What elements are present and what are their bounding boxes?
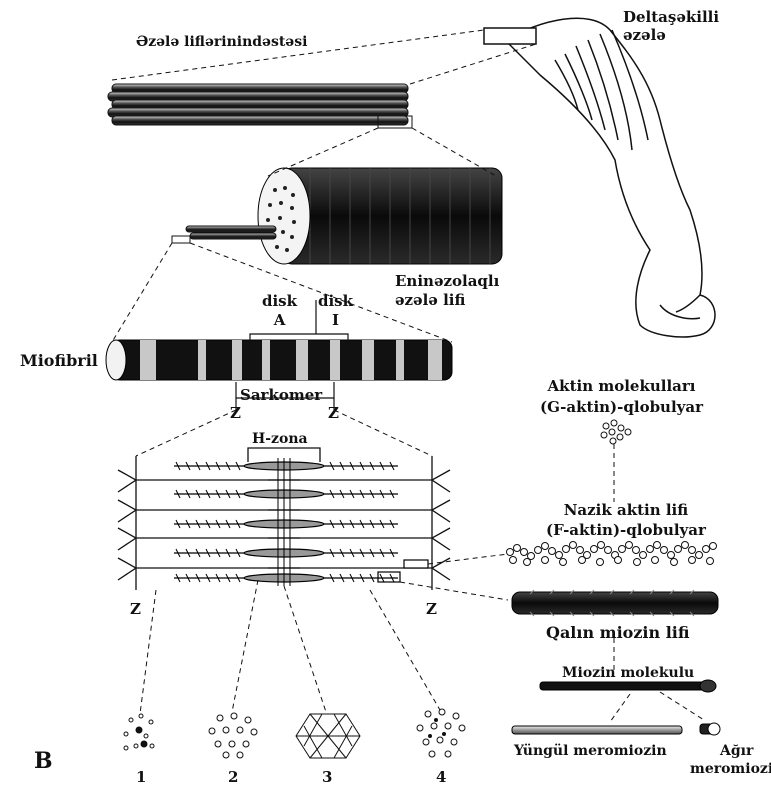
f-actin-filament xyxy=(507,542,717,566)
deltoid-cut-box xyxy=(484,28,536,44)
striated-fiber xyxy=(172,168,502,264)
cross-section-4-label: 4 xyxy=(436,768,446,786)
cross-section-diagrams xyxy=(124,709,465,758)
cross-section-3 xyxy=(296,714,360,758)
cross-section-1 xyxy=(124,714,154,750)
myosin-molecule-label: Miozin molekulu xyxy=(562,664,694,682)
arm-deltoid-illustration xyxy=(505,18,715,337)
heavy-meromyosin-label: Ağır meromiozin xyxy=(690,742,771,778)
cross-section-2-label: 2 xyxy=(228,768,238,786)
panel-letter: B xyxy=(34,752,53,770)
thick-filaments xyxy=(174,458,428,586)
g-actin-cluster xyxy=(601,420,631,444)
z-line-right-label: Z xyxy=(328,404,339,422)
fiber-bundle-label: Əzələ liflərinindəstəsi xyxy=(136,33,307,51)
thick-myosin-label: Qalın miozin lifi xyxy=(546,624,690,642)
sarcomere-label: Sarkomer xyxy=(240,386,322,404)
z-line-bottom-left-label: Z xyxy=(130,600,141,618)
h-zone-label: H-zona xyxy=(252,430,308,448)
cross-section-4 xyxy=(417,709,465,757)
light-meromyosin-label: Yüngül meromiozin xyxy=(514,742,667,760)
g-actin-label: Aktin molekulları (G-aktin)-qlobulyar xyxy=(540,376,703,418)
z-line-left-label: Z xyxy=(230,404,241,422)
disk-a-label: disk A xyxy=(262,292,297,330)
cross-section-1-label: 1 xyxy=(136,768,146,786)
deltoid-label: Deltaşəkilli əzələ xyxy=(623,8,719,44)
fiber-bundle xyxy=(108,84,412,128)
disk-i-label: disk I xyxy=(318,292,353,330)
myofibril-label: Miofibril xyxy=(20,352,98,370)
z-line-bottom-right-label: Z xyxy=(426,600,437,618)
myosin-molecule xyxy=(512,680,720,735)
cross-section-3-label: 3 xyxy=(322,768,332,786)
myofibril xyxy=(106,340,452,380)
thick-myosin-fiber xyxy=(512,590,718,616)
striated-fiber-label: Eninəzolaqlı əzələ lifi xyxy=(395,272,499,310)
cross-section-2 xyxy=(209,713,257,758)
f-actin-label: Nazik aktin lifi (F-aktin)-qlobulyar xyxy=(546,500,706,540)
